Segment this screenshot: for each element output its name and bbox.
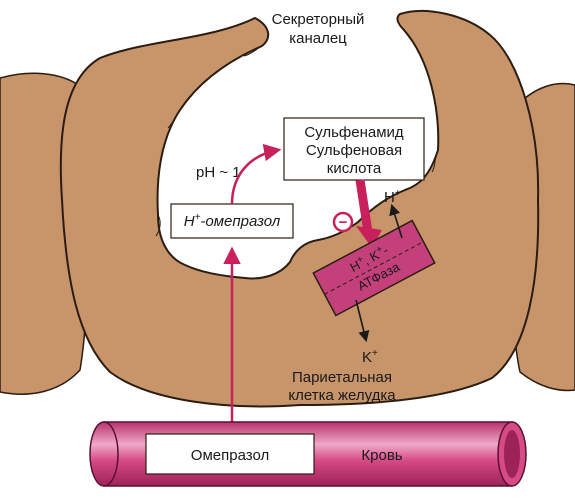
inhibition-minus-text: − bbox=[339, 214, 348, 231]
blood-vessel-left-end bbox=[89, 421, 119, 487]
parietal-cell-label-line1: Париетальная bbox=[292, 369, 392, 386]
canaliculus-label-line2: каналец bbox=[289, 30, 347, 47]
canaliculus-lumen-edge bbox=[155, 29, 439, 237]
inhibition-arrowhead bbox=[356, 226, 382, 248]
sulfenic-acid-label-line2: кислота bbox=[327, 160, 382, 177]
atpase-label-line1: H+, K+- bbox=[347, 242, 391, 276]
omeprazole-box bbox=[145, 433, 315, 475]
sulfenamide-box bbox=[283, 117, 425, 181]
hplus-label: H+ bbox=[384, 188, 401, 206]
inhibition-arrow bbox=[355, 179, 373, 233]
blood-label: Кровь bbox=[361, 447, 402, 464]
sulfenamide-label: Сульфенамид bbox=[304, 124, 404, 141]
sulfenic-acid-label-line1: Сульфеновая bbox=[306, 142, 402, 159]
protonated-omeprazole-box bbox=[170, 203, 294, 239]
inhibition-minus-icon bbox=[332, 211, 354, 233]
hplus-arrow bbox=[389, 203, 403, 239]
ph-label: pH ~ 1 bbox=[196, 164, 241, 181]
canaliculus-label-line1: Секреторный bbox=[272, 11, 365, 28]
blood-vessel-lumen bbox=[504, 430, 520, 478]
parietal-cell bbox=[59, 10, 540, 408]
kplus-arrow bbox=[355, 299, 370, 343]
parietal-cell-label-line2: клетка желудка bbox=[288, 387, 396, 404]
omeprazole-label: Омепразол bbox=[191, 447, 269, 464]
proton-pump: H+, K+- АТФаза bbox=[312, 219, 436, 317]
protonated-omeprazole-label: H+-омепразол bbox=[184, 212, 281, 230]
kplus-label: K+ bbox=[362, 348, 378, 366]
activation-arrow bbox=[230, 143, 282, 205]
